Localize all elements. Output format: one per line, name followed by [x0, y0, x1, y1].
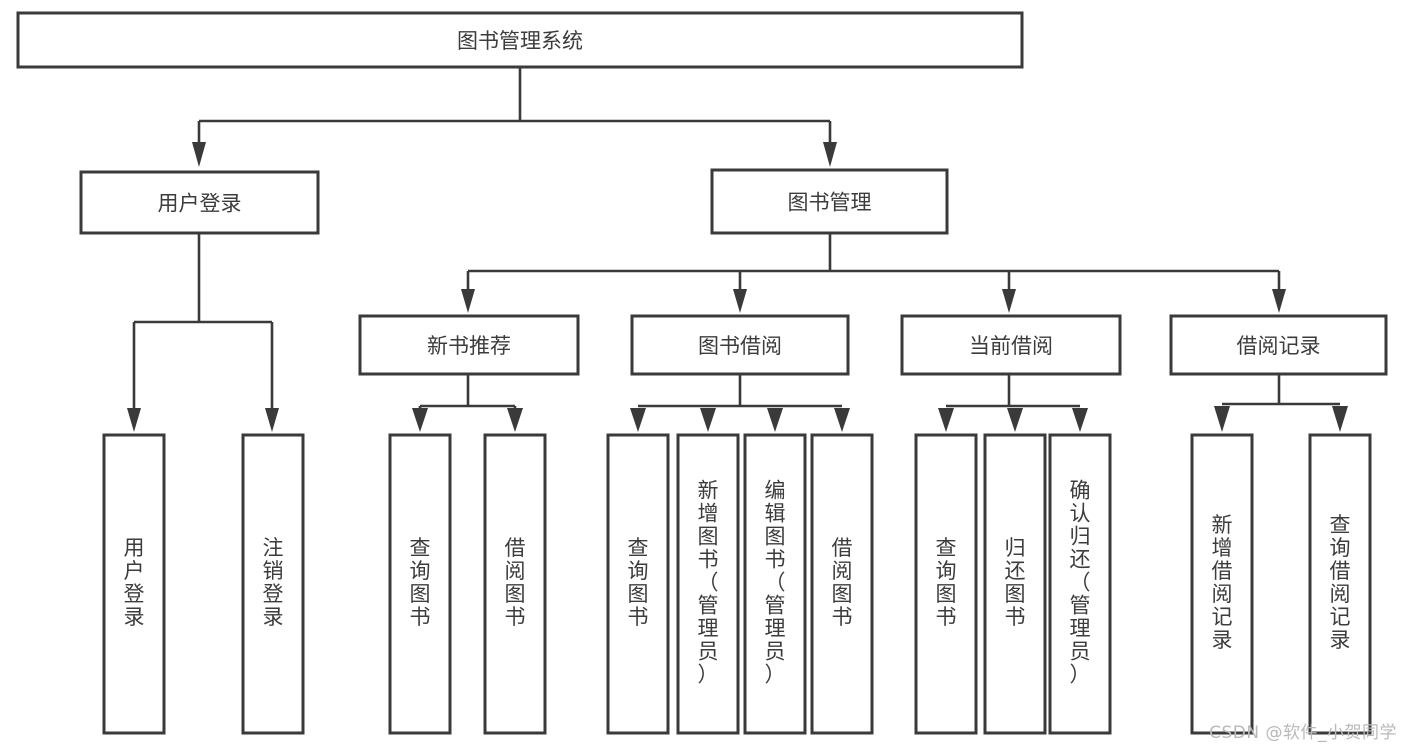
node-leaf-7-box[interactable] [810, 433, 874, 735]
arrowhead-book-mgmt [823, 142, 837, 167]
node-leaf-3[interactable]: 借阅图书 [483, 433, 547, 735]
node-level3-3-box[interactable] [1169, 314, 1388, 376]
nodes-layer: 图书管理系统用户登录图书管理新书推荐图书借阅当前借阅借阅记录用户登录注销登录查询… [16, 11, 1388, 735]
node-leaf-0-box[interactable] [102, 433, 166, 735]
node-leaf-3-box[interactable] [483, 433, 547, 735]
node-level2-1[interactable]: 图书管理 [710, 168, 949, 235]
arrowhead-br-leaf-1 [1214, 406, 1230, 432]
node-leaf-5-box[interactable] [676, 433, 740, 735]
node-leaf-12[interactable]: 查询借阅记录 [1308, 433, 1372, 735]
node-level3-3[interactable]: 借阅记录 [1169, 314, 1388, 376]
node-level3-2[interactable]: 当前借阅 [900, 314, 1122, 376]
arrowhead-leaf-logout [265, 408, 279, 432]
node-level2-0-label: 用户登录 [158, 192, 242, 216]
node-leaf-9[interactable]: 归还图书 [983, 433, 1047, 735]
node-leaf-8-label: 查询图书 [936, 536, 957, 629]
node-leaf-2-box[interactable] [388, 433, 452, 735]
arrowhead-nbr-leaf-2 [507, 408, 523, 432]
arrowhead-book-borrow [733, 289, 747, 313]
node-leaf-3-label: 借阅图书 [505, 536, 526, 629]
node-leaf-1-box[interactable] [241, 433, 305, 735]
connector-group-user-login [127, 233, 279, 432]
node-leaf-10[interactable]: 确认归还（管理员） [1048, 433, 1112, 735]
node-level2-1-label: 图书管理 [788, 191, 872, 215]
node-level3-1-box[interactable] [630, 314, 850, 376]
node-level3-1-label: 图书借阅 [698, 334, 782, 358]
node-leaf-1[interactable]: 注销登录 [241, 433, 305, 735]
node-level3-3-label: 借阅记录 [1237, 334, 1321, 358]
arrowhead-user-login [192, 142, 206, 167]
node-level2-0[interactable]: 用户登录 [79, 170, 320, 235]
csdn-watermark: CSDN @软件_小贺同学 [1209, 723, 1397, 743]
node-leaf-4-box[interactable] [606, 433, 670, 735]
node-leaf-7-label: 借阅图书 [832, 536, 853, 629]
node-level3-0[interactable]: 新书推荐 [358, 314, 580, 376]
arrowhead-cb-leaf-3 [1072, 408, 1088, 432]
node-leaf-0[interactable]: 用户登录 [102, 433, 166, 735]
connector-group-borrow-record [1214, 375, 1348, 432]
node-level2-0-box[interactable] [79, 170, 320, 235]
arrowhead-new-book-rec [461, 289, 475, 313]
connector-group-current-borrow [938, 374, 1088, 432]
connector-group-root [192, 67, 837, 167]
node-level3-2-box[interactable] [900, 314, 1122, 376]
node-leaf-9-label: 归还图书 [1005, 536, 1026, 629]
node-leaf-6-box[interactable] [743, 433, 807, 735]
arrowhead-leaf-user-login [127, 408, 141, 432]
node-leaf-6-label: 编辑图书（管理员） [765, 479, 786, 687]
node-leaf-4[interactable]: 查询图书 [606, 433, 670, 735]
node-root-system[interactable]: 图书管理系统 [16, 11, 1024, 69]
node-level3-0-label: 新书推荐 [427, 334, 511, 358]
node-root-system-box[interactable] [16, 11, 1024, 69]
node-leaf-11-box[interactable] [1190, 433, 1254, 735]
connector-group-book-mgmt [461, 233, 1286, 313]
node-leaf-6[interactable]: 编辑图书（管理员） [743, 433, 807, 735]
arrowhead-bb-leaf-4 [834, 408, 850, 432]
node-leaf-4-label: 查询图书 [628, 536, 649, 629]
arrowhead-cb-leaf-1 [938, 408, 954, 432]
node-level3-2-label: 当前借阅 [969, 334, 1053, 358]
node-leaf-12-box[interactable] [1308, 433, 1372, 735]
node-leaf-2-label: 查询图书 [410, 536, 431, 629]
node-leaf-11[interactable]: 新增借阅记录 [1190, 433, 1254, 735]
arrowhead-br-leaf-2 [1332, 406, 1348, 432]
node-leaf-5[interactable]: 新增图书（管理员） [676, 433, 740, 735]
node-leaf-10-box[interactable] [1048, 433, 1112, 735]
node-level3-0-box[interactable] [358, 314, 580, 376]
node-leaf-2[interactable]: 查询图书 [388, 433, 452, 735]
arrowhead-cb-leaf-2 [1007, 408, 1023, 432]
connector-group-book-borrow [630, 374, 850, 432]
node-leaf-12-label: 查询借阅记录 [1330, 513, 1351, 652]
arrowhead-bb-leaf-2 [700, 408, 716, 432]
node-leaf-10-label: 确认归还（管理员） [1070, 479, 1091, 687]
node-leaf-1-label: 注销登录 [263, 536, 284, 629]
node-leaf-0-label: 用户登录 [124, 536, 145, 629]
node-level2-1-box[interactable] [710, 168, 949, 235]
node-leaf-7[interactable]: 借阅图书 [810, 433, 874, 735]
node-leaf-5-label: 新增图书（管理员） [698, 479, 719, 687]
connector-group-new-book-rec [412, 374, 523, 432]
node-level3-1[interactable]: 图书借阅 [630, 314, 850, 376]
node-root-system-label: 图书管理系统 [457, 29, 583, 53]
node-leaf-8-box[interactable] [914, 433, 978, 735]
arrowhead-bb-leaf-1 [630, 408, 646, 432]
node-leaf-8[interactable]: 查询图书 [914, 433, 978, 735]
arrowhead-borrow-record [1272, 289, 1286, 313]
arrowhead-nbr-leaf-1 [412, 408, 428, 432]
node-leaf-9-box[interactable] [983, 433, 1047, 735]
node-leaf-11-label: 新增借阅记录 [1212, 513, 1233, 652]
arrowhead-bb-leaf-3 [767, 408, 783, 432]
arrowhead-current-borrow [1002, 289, 1016, 313]
